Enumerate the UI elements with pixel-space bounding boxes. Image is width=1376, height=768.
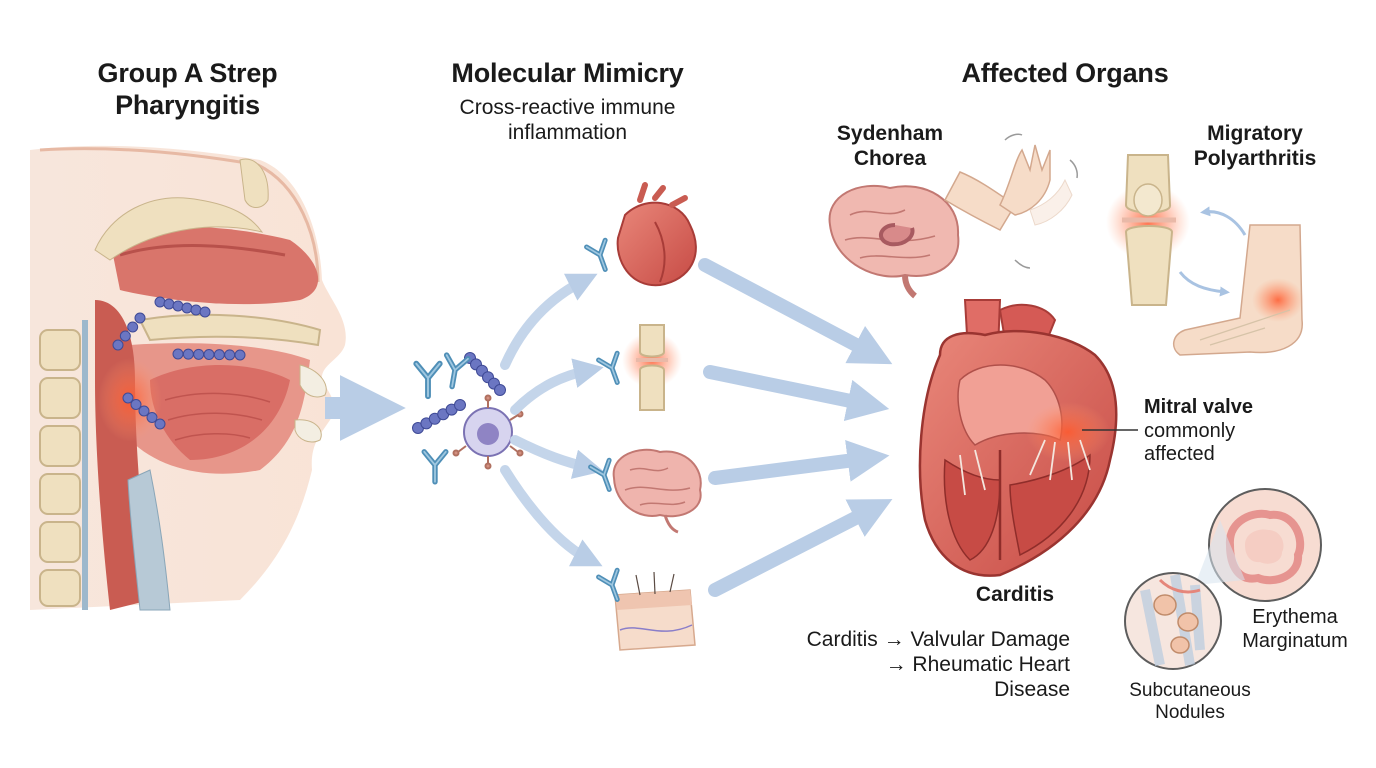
mitral-label: Mitral valve commonly affected (1144, 396, 1294, 467)
chorea-label-line2: Chorea (853, 146, 927, 170)
strep-coccus (163, 298, 175, 310)
carditis-label: Carditis (940, 583, 1090, 608)
antibody-icon (596, 567, 620, 602)
strep-coccus (190, 304, 202, 316)
progression-line2: → Rheumatic Heart (885, 652, 1070, 676)
strep-coccus (146, 412, 158, 423)
mimicry-subtitle-line1: Cross-reactive immune (459, 95, 676, 119)
nodules-label-line2: Nodules (1155, 702, 1225, 724)
trigger-heading: Group A Strep Pharyngitis (55, 58, 320, 122)
progression-text: Carditis → Valvular Damage → Rheumatic H… (745, 628, 1070, 702)
throat-cross-section (30, 145, 346, 611)
target-brain (612, 448, 702, 534)
progression-line3: Disease (994, 677, 1070, 701)
strep-bacteria (112, 296, 246, 430)
strep-coccus (122, 392, 134, 404)
antibody-icon (443, 352, 471, 390)
polyarthritis-foot (1173, 224, 1304, 356)
strep-coccus (181, 302, 193, 314)
strep-coccus (193, 348, 205, 360)
mitral-label-line3: affected (1144, 443, 1215, 466)
erythema-label-line2: Marginatum (1242, 629, 1348, 652)
strep-coccus (172, 348, 184, 360)
antibody-icon (596, 350, 620, 385)
strep-coccus (138, 405, 150, 417)
strep-coccus (213, 349, 225, 361)
strep-coccus (454, 399, 466, 411)
organs-heading: Affected Organs (905, 58, 1225, 90)
antibody-icon (588, 457, 612, 492)
antibody-icon (584, 237, 608, 272)
strep-coccus (203, 349, 215, 360)
strep-coccus (172, 300, 184, 312)
strep-coccus (112, 339, 124, 351)
migratory-arrows (1178, 206, 1247, 297)
strep-coccus (494, 384, 506, 396)
trigger-heading-line2: Pharyngitis (115, 89, 260, 120)
polyarthritis-label: Migratory Polyarthritis (1170, 122, 1340, 172)
carditis-heart (918, 299, 1138, 577)
mitral-label-line2: commonly (1144, 419, 1236, 442)
nodules-label-line1: Subcutaneous (1129, 680, 1251, 701)
inset-connector (1195, 520, 1245, 585)
chorea-brain (828, 184, 960, 299)
chorea-arm (944, 133, 1078, 269)
trigger-heading-line1: Group A Strep (97, 58, 278, 88)
organs-title: Affected Organs (961, 58, 1169, 88)
carditis-label-text: Carditis (975, 583, 1055, 606)
strep-coccus (154, 418, 166, 430)
strep-coccus (182, 348, 194, 360)
antibody-icon (413, 360, 443, 400)
strep-coccus (119, 330, 131, 342)
chorea-label: Sydenham Chorea (805, 122, 975, 172)
strep-coccus (224, 349, 236, 361)
strep-coccus (134, 312, 146, 324)
mimicry-heading: Molecular Mimicry Cross-reactive immune … (405, 58, 730, 145)
immune-cluster (412, 352, 524, 485)
target-skin (614, 571, 696, 651)
target-joint (622, 324, 682, 411)
erythema-label: Erythema Marginatum (1225, 606, 1365, 653)
branch-arrows (500, 273, 604, 567)
strep-coccus (199, 306, 211, 318)
strep-coccus (154, 296, 166, 308)
converging-arrows (698, 258, 893, 597)
strep-coccus (234, 349, 246, 361)
polyarthritis-label-line2: Polyarthritis (1193, 146, 1317, 170)
polyarthritis-label-line1: Migratory (1207, 122, 1303, 145)
subcutaneous-nodules-inset (1124, 572, 1222, 670)
strep-coccus (130, 399, 142, 410)
target-heart (616, 182, 697, 287)
polyarthritis-knee (1106, 154, 1190, 306)
erythema-label-line1: Erythema (1252, 606, 1338, 628)
mimicry-title: Molecular Mimicry (451, 58, 684, 88)
mitral-label-line1: Mitral valve (1144, 396, 1253, 418)
antibody-icon (421, 449, 449, 485)
mimicry-subtitle-line2: inflammation (507, 120, 628, 144)
chorea-label-line1: Sydenham (836, 122, 944, 145)
progression-line1: Carditis → Valvular Damage (806, 628, 1070, 651)
strep-coccus (127, 321, 139, 333)
nodules-label: Subcutaneous Nodules (1105, 680, 1275, 725)
